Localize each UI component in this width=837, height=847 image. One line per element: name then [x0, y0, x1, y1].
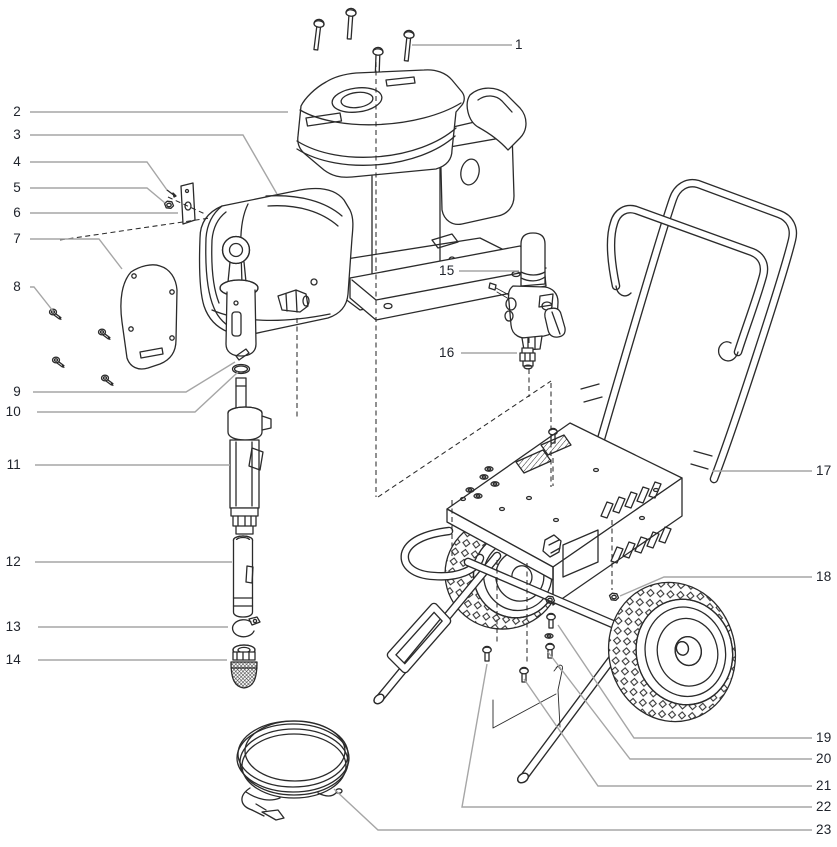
- valve-wire: [488, 282, 497, 291]
- deck-label-plate: [562, 529, 599, 578]
- engine-base: [349, 245, 547, 321]
- callout-11: 11: [6, 457, 21, 472]
- hose-end-fitting: [251, 803, 267, 817]
- callout-1: 1: [515, 37, 523, 52]
- muffler-guard: [466, 87, 527, 151]
- frame-fasteners: [482, 592, 620, 729]
- right-wheel: [607, 581, 737, 723]
- drain-lever: [544, 307, 566, 338]
- suction-tube: [232, 535, 254, 618]
- wire-clip: [553, 664, 563, 728]
- front-cover: [120, 264, 178, 370]
- callout-20: 20: [816, 751, 832, 766]
- callout-17: 17: [816, 463, 832, 478]
- callout-12: 12: [5, 554, 21, 569]
- callout-14: 14: [5, 652, 21, 667]
- piston-pin: [235, 348, 250, 361]
- callout-23: 23: [816, 822, 832, 837]
- callout-leader-lines: [30, 44, 812, 831]
- fuel-cap: [331, 87, 383, 113]
- inlet-strainer: [230, 644, 258, 689]
- callout-15: 15: [439, 263, 455, 278]
- callout-13: 13: [5, 619, 21, 634]
- callout-8: 8: [13, 279, 21, 294]
- hose-coil: [236, 720, 350, 821]
- callout-2: 2: [13, 104, 21, 119]
- o-ring: [231, 363, 251, 375]
- callout-5: 5: [13, 180, 21, 195]
- tube-clamp: [232, 616, 261, 638]
- cart-deck: [400, 422, 683, 606]
- callout-7: 7: [13, 231, 21, 246]
- handle-grip-bands: [580, 383, 713, 470]
- callout-3: 3: [13, 127, 21, 142]
- clamp-tab: [261, 415, 272, 431]
- engine-assembly: [287, 69, 547, 321]
- callout-21: 21: [816, 778, 832, 793]
- pump-drive-housing: [198, 187, 354, 357]
- pressure-valve-assembly: [488, 232, 566, 370]
- fuel-tank: [297, 69, 465, 178]
- callout-6: 6: [13, 205, 21, 220]
- callout-18: 18: [816, 569, 832, 584]
- wire-rod: [492, 693, 557, 729]
- assembly-guide-lines: [59, 62, 613, 665]
- dowel-pin: [166, 189, 177, 198]
- vent-slots: [600, 481, 672, 564]
- callout-22: 22: [816, 799, 832, 814]
- cart-handle: [580, 178, 798, 499]
- engine-mount-screws: [310, 7, 416, 79]
- callout-19: 19: [816, 730, 832, 745]
- outlet-fitting: [519, 347, 536, 370]
- callout-16: 16: [439, 345, 455, 360]
- fluid-section: [227, 377, 272, 689]
- lock-nut: [163, 200, 175, 210]
- callout-4: 4: [13, 154, 21, 169]
- deck-hardware: [459, 427, 660, 558]
- callout-10: 10: [5, 404, 21, 419]
- callout-9: 9: [13, 384, 21, 399]
